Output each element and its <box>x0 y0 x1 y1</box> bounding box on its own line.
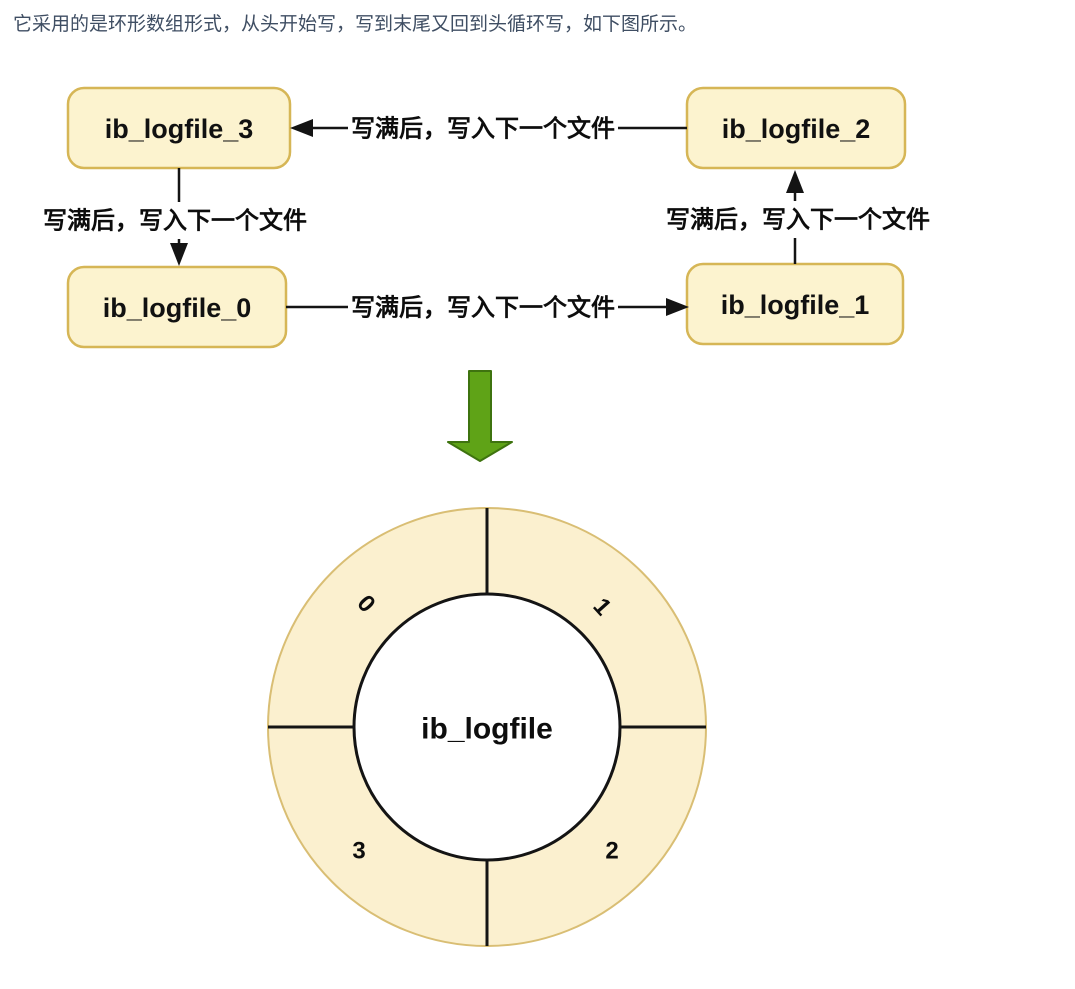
ring-segment-3-label: 3 <box>352 838 365 865</box>
edge-logfile1-to-logfile2: 写满后，写入下一个文件 <box>666 170 930 264</box>
down-arrowhead-icon <box>170 243 188 266</box>
node-ib-logfile-1: ib_logfile_1 <box>685 262 905 346</box>
node-ib-logfile-2: ib_logfile_2 <box>685 86 907 170</box>
edge-logfile0-to-logfile1: 写满后，写入下一个文件 <box>286 294 689 322</box>
left-arrowhead-icon <box>290 119 313 137</box>
node-ib-logfile-1-label: ib_logfile_1 <box>721 290 870 320</box>
edge-logfile2-to-logfile3: 写满后，写入下一个文件 <box>290 115 687 143</box>
edge-label: 写满后，写入下一个文件 <box>351 115 615 143</box>
ring-center-label: ib_logfile <box>421 713 553 746</box>
edge-logfile3-to-logfile0: 写满后，写入下一个文件 <box>43 168 307 266</box>
node-ib-logfile-0: ib_logfile_0 <box>66 265 288 349</box>
node-ib-logfile-3: ib_logfile_3 <box>66 86 292 170</box>
node-ib-logfile-2-label: ib_logfile_2 <box>722 114 871 144</box>
ring-diagram: 0 1 2 3 ib_logfile <box>267 507 707 947</box>
intro-text: 它采用的是环形数组形式，从头开始写，写到末尾又回到头循环写，如下图所示。 <box>13 14 698 35</box>
node-ib-logfile-3-label: ib_logfile_3 <box>105 114 254 144</box>
up-arrowhead-icon <box>786 170 804 193</box>
green-down-arrow-icon <box>447 370 513 462</box>
ring-segment-2-label: 2 <box>605 838 618 865</box>
node-ib-logfile-0-label: ib_logfile_0 <box>103 293 252 323</box>
edge-label: 写满后，写入下一个文件 <box>43 207 307 235</box>
right-arrowhead-icon <box>666 298 689 316</box>
edge-label: 写满后，写入下一个文件 <box>351 294 615 322</box>
edge-label: 写满后，写入下一个文件 <box>666 206 930 234</box>
